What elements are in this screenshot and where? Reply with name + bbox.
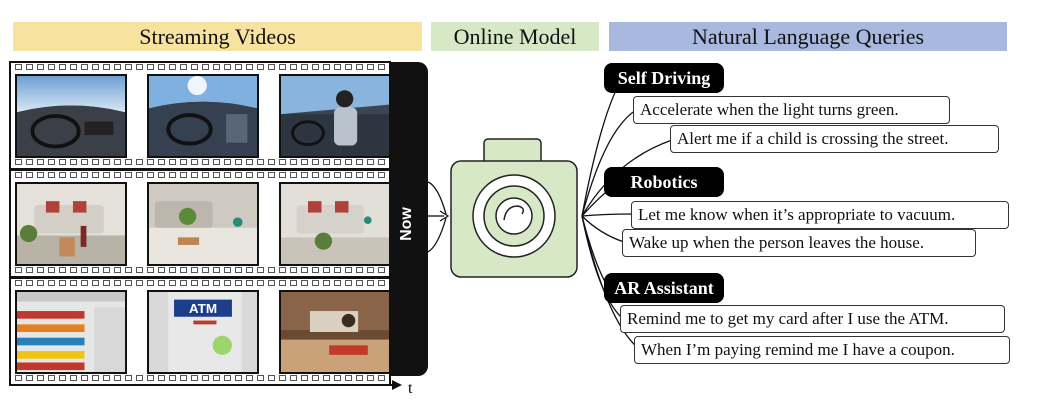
- category-label-robotics: Robotics: [604, 167, 724, 197]
- video-frame-store-2: ATM: [147, 290, 259, 374]
- query-self-driving-1: Accelerate when the light turns green.: [633, 96, 950, 124]
- connector-self-driving: [427, 181, 447, 215]
- query-fan-lines: [581, 81, 673, 349]
- camera-icon: [450, 138, 578, 278]
- video-frame-store-1: [15, 290, 127, 374]
- film-strip-ar-assistant: ATM: [9, 277, 391, 386]
- video-frame-room-3: [279, 182, 391, 266]
- film-strip-self-driving: [9, 61, 391, 170]
- natural-language-queries-banner: Natural Language Queries: [609, 22, 1007, 51]
- query-ar-2: When I’m paying remind me I have a coupo…: [634, 336, 1010, 364]
- now-tab: [388, 62, 428, 376]
- video-frame-driving-3: [279, 74, 391, 158]
- category-label-self-driving: Self Driving: [604, 63, 724, 93]
- video-frame-driving-2: [147, 74, 259, 158]
- film-strip-robotics: [9, 169, 391, 278]
- category-label-ar-assistant: AR Assistant: [604, 273, 724, 303]
- streaming-videos-banner: Streaming Videos: [13, 22, 422, 51]
- online-model-banner: Online Model: [431, 22, 599, 51]
- connector-ar: [427, 217, 447, 253]
- video-frame-driving-1: [15, 74, 127, 158]
- video-frame-store-3: [279, 290, 391, 374]
- query-robotics-1: Let me know when it’s appropriate to vac…: [631, 201, 1009, 229]
- video-frame-room-2: [147, 182, 259, 266]
- query-robotics-2: Wake up when the person leaves the house…: [622, 229, 976, 257]
- query-self-driving-2: Alert me if a child is crossing the stre…: [670, 125, 999, 153]
- atm-sign-text: ATM: [189, 301, 217, 316]
- connector-arrowhead: [439, 210, 450, 222]
- time-axis-label: t: [408, 380, 413, 397]
- video-frame-room-1: [15, 182, 127, 266]
- time-axis-arrowhead: [392, 380, 402, 390]
- query-ar-1: Remind me to get my card after I use the…: [620, 305, 1005, 333]
